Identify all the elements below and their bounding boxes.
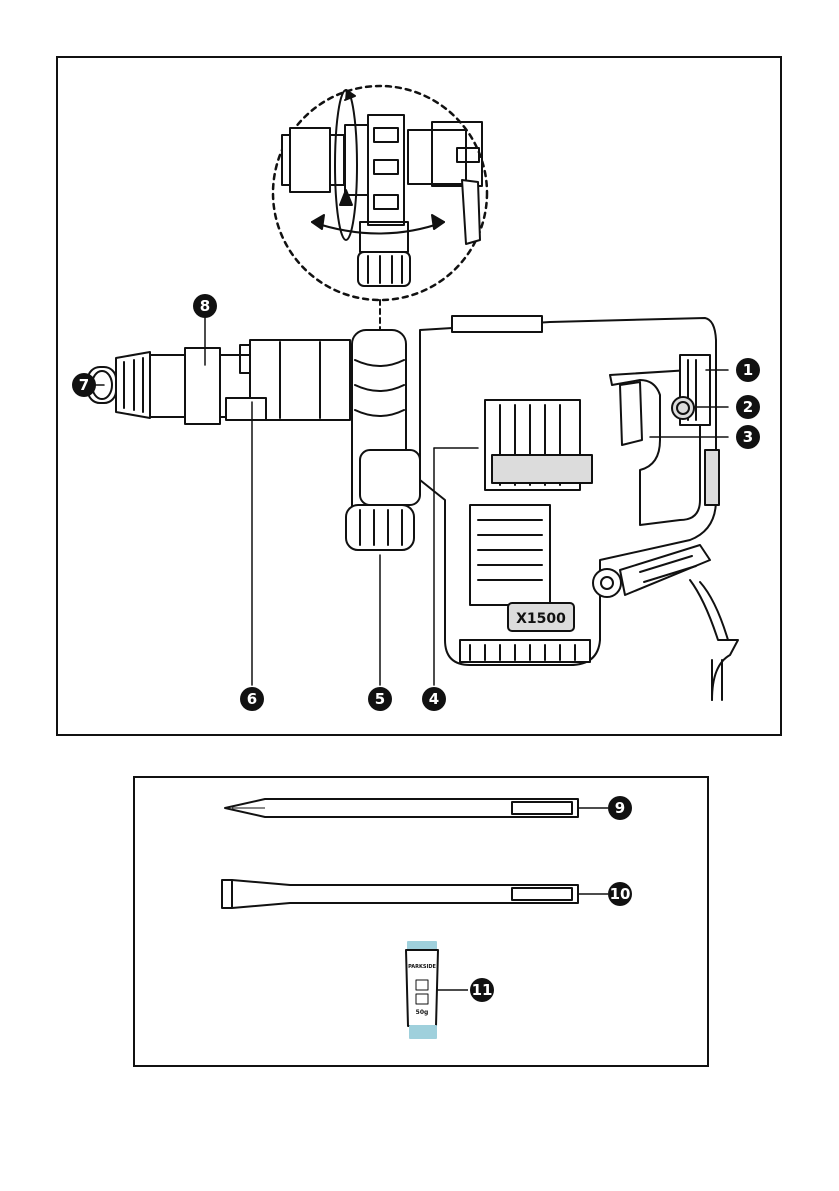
callout-badge-11: 11	[470, 978, 494, 1002]
pointed-chisel-drawing	[225, 799, 608, 817]
callout-badge-10: 10	[608, 882, 632, 906]
grease-brand-text: PARKSIDE	[408, 964, 436, 970]
grease-tube-drawing	[406, 942, 468, 1038]
callout-badge-9: 9	[608, 796, 632, 820]
grease-weight-text: 50g	[416, 1009, 429, 1016]
flat-chisel-drawing	[222, 880, 608, 908]
